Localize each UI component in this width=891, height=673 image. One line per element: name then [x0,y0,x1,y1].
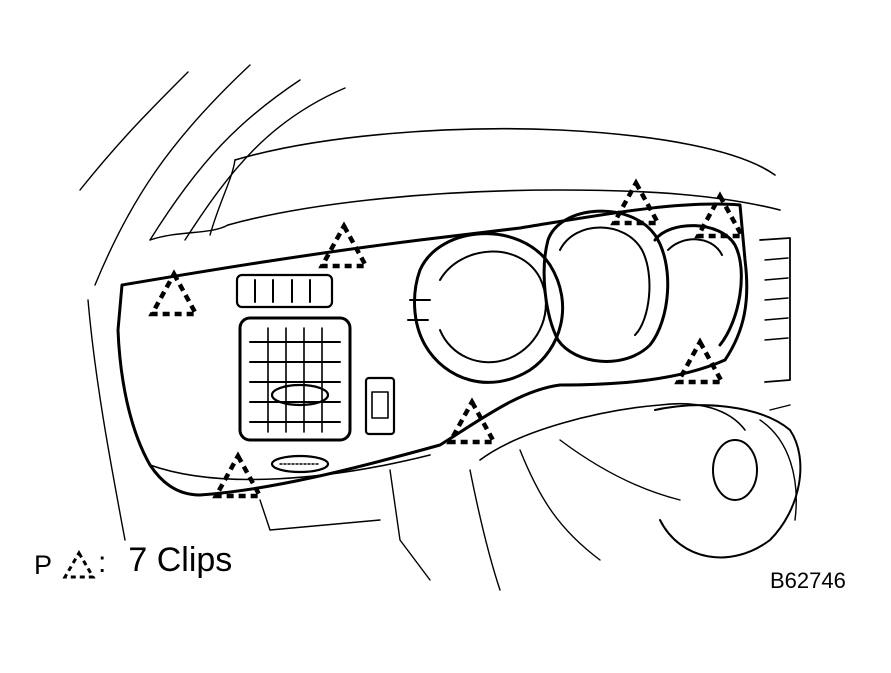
legend-label: 7 Clips [128,541,233,579]
thumb-wheel [270,454,330,474]
legend: P : 7 Clips [34,540,232,580]
side-vent [759,237,791,383]
gauge-ring-right [653,224,743,347]
dash-top [234,127,776,176]
pillar-line [149,79,301,241]
steering-column [479,402,746,461]
dashed-triangle-icon [62,550,96,579]
bezel-inner-edge [149,454,431,481]
pillar-line [184,87,346,241]
dash-top [227,189,781,226]
figure-code: B62746 [770,568,846,593]
dash-edge [149,224,229,241]
legend-colon: : [98,546,107,579]
gauge-ring-left [413,232,565,384]
clip-marker [678,342,722,382]
upper-vent [235,273,334,309]
clip-marker [614,183,658,223]
bezel-outline [116,202,749,497]
center-vent [238,316,352,442]
legend-prefix: P [34,550,53,580]
panel-switch [364,376,396,436]
pillar-line [79,71,189,191]
pillar-line [94,64,251,286]
clip-marker [322,226,366,266]
gauge-ring-center [542,209,670,363]
dash-edge [209,159,236,236]
pillar-line [87,299,126,541]
clip-marker [698,196,742,236]
